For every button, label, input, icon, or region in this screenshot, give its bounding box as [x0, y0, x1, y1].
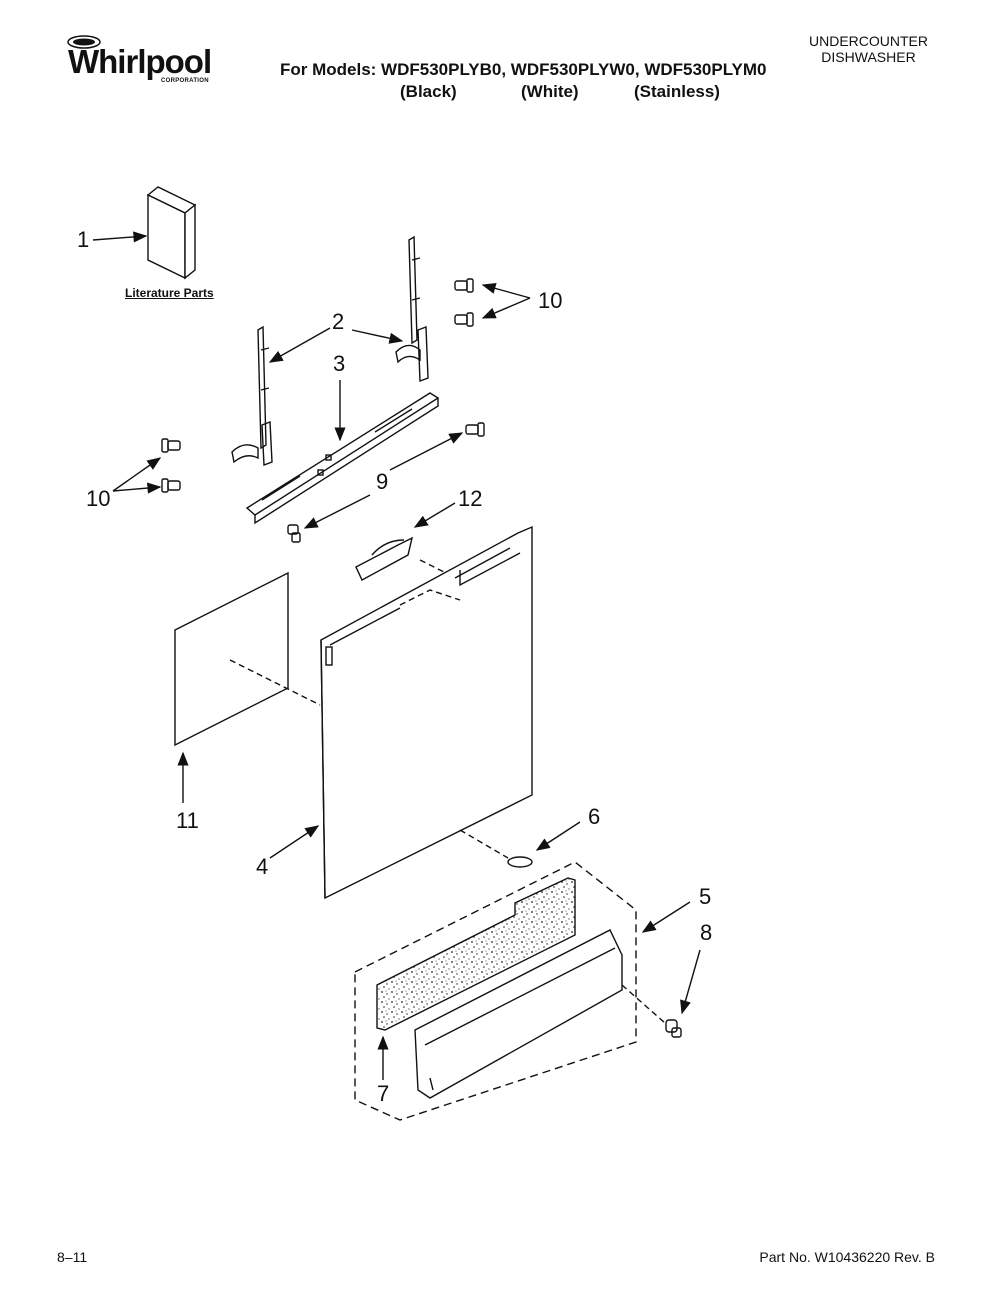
product-type: UNDERCOUNTER DISHWASHER — [809, 33, 928, 65]
brace-screw-left — [287, 524, 301, 543]
models-line: For Models: WDF530PLYB0, WDF530PLYW0, WD… — [280, 60, 767, 79]
grommet — [507, 856, 533, 868]
brand-swoosh-icon — [67, 35, 101, 49]
brand-name: Whirlpool — [68, 43, 212, 80]
door-panel-insert — [174, 571, 289, 747]
toe-panel — [414, 929, 623, 1099]
screw-upper-a — [454, 278, 474, 293]
callout-6: 6 — [588, 804, 601, 829]
literature-parts-label: Literature Parts — [125, 286, 214, 300]
callout-7: 7 — [377, 1081, 390, 1106]
callout-12: 12 — [458, 486, 483, 511]
callout-5: 5 — [699, 884, 712, 909]
callout-10-upper: 10 — [538, 288, 563, 313]
callout-8: 8 — [700, 920, 713, 945]
hinge-bracket-left — [231, 325, 273, 466]
callout-11: 11 — [176, 808, 199, 833]
door-cross-brace — [245, 392, 440, 525]
toe-panel-group-outline — [354, 861, 637, 1121]
toe-panel-screw — [665, 1019, 682, 1038]
brand-logo: Whirlpool CORPORATION — [66, 30, 221, 90]
outer-door-panel — [320, 525, 533, 900]
screw-left-b — [161, 478, 181, 493]
product-type-line-2: DISHWASHER — [821, 49, 916, 65]
screw-upper-b — [454, 312, 474, 327]
finish-stainless: (Stainless) — [634, 82, 720, 101]
callout-1: 1 — [77, 227, 90, 252]
insulation-strip — [376, 877, 576, 1031]
callout-3: 3 — [333, 351, 346, 376]
product-type-line-1: UNDERCOUNTER — [809, 33, 928, 49]
callout-2: 2 — [332, 309, 345, 334]
leader-lines — [92, 231, 701, 1080]
brace-screw-right — [465, 422, 485, 437]
door-handle — [355, 536, 414, 581]
hinge-bracket-right — [395, 235, 429, 382]
brand-subtitle: CORPORATION — [161, 78, 209, 84]
literature-booklet — [146, 186, 197, 280]
callout-10-left: 10 — [86, 486, 111, 511]
callout-4: 4 — [256, 854, 269, 879]
callout-9: 9 — [376, 469, 389, 494]
finish-black: (Black) — [400, 82, 457, 101]
part-number: Part No. W10436220 Rev. B — [759, 1249, 935, 1265]
date-code: 8–11 — [57, 1249, 88, 1265]
screw-left-a — [161, 438, 181, 453]
finish-white: (White) — [521, 82, 579, 101]
